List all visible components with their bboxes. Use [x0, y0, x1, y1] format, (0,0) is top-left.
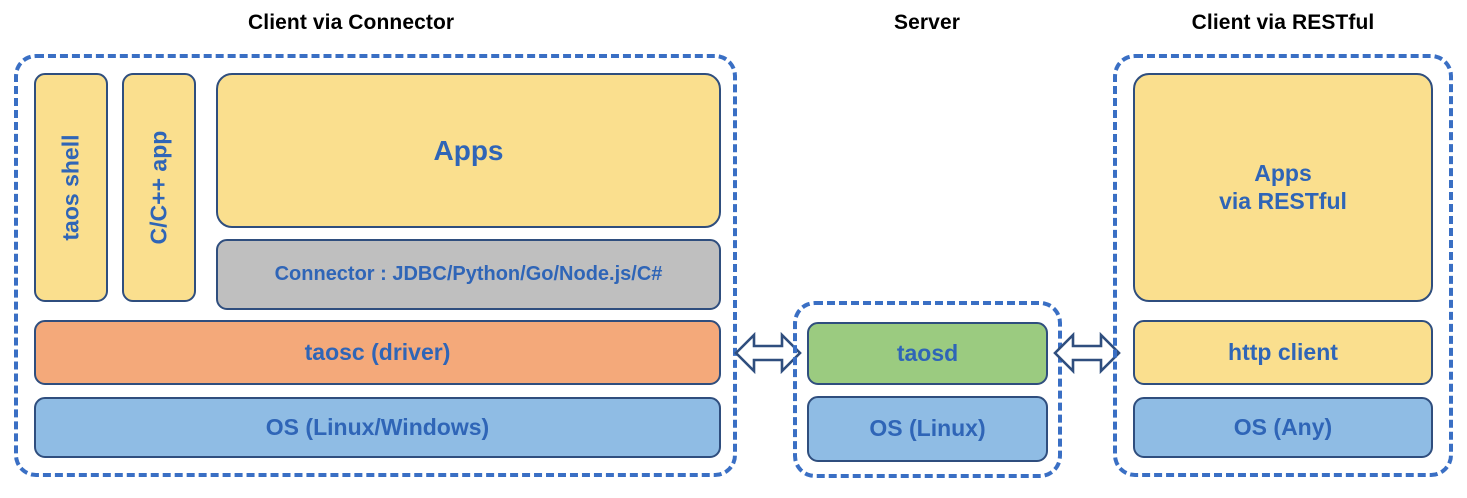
- box-apps[interactable]: Apps: [216, 73, 721, 228]
- box-taosd[interactable]: taosd: [807, 322, 1048, 385]
- title-client-via-restful: Client via RESTful: [1191, 11, 1375, 34]
- group-client-via-restful: [1113, 54, 1453, 477]
- box-os-linux-windows-label: OS (Linux/Windows): [265, 413, 490, 440]
- box-http-client-label: http client: [1228, 338, 1338, 365]
- box-apps-label: Apps: [433, 134, 504, 166]
- box-c-cpp-app[interactable]: C/C++ app: [122, 73, 196, 302]
- box-taosc-driver[interactable]: taosc (driver): [34, 320, 721, 385]
- box-os-any[interactable]: OS (Any): [1133, 397, 1433, 458]
- box-taosd-label: taosd: [896, 339, 959, 366]
- box-os-linux[interactable]: OS (Linux): [807, 396, 1048, 462]
- group-server: [793, 301, 1062, 478]
- box-connector-label: Connector : JDBC/Python/Go/Node.js/C#: [274, 262, 663, 285]
- arrow-server-to-client-restful-icon: [1053, 328, 1121, 378]
- box-apps-via-restful-label-line2: via RESTful: [1219, 187, 1347, 214]
- box-taos-shell-label: taos shell: [57, 134, 84, 241]
- box-os-linux-label: OS (Linux): [869, 415, 986, 442]
- box-apps-via-restful[interactable]: Apps via RESTful: [1133, 73, 1433, 302]
- box-taosc-driver-label: taosc (driver): [304, 338, 451, 365]
- title-server: Server: [894, 11, 960, 34]
- box-c-cpp-app-label: C/C++ app: [145, 130, 172, 245]
- box-os-linux-windows[interactable]: OS (Linux/Windows): [34, 397, 721, 458]
- box-connector[interactable]: Connector : JDBC/Python/Go/Node.js/C#: [216, 239, 721, 310]
- box-http-client[interactable]: http client: [1133, 320, 1433, 385]
- box-apps-via-restful-label-line1: Apps: [1254, 160, 1312, 187]
- box-taos-shell[interactable]: taos shell: [34, 73, 108, 302]
- group-client-via-connector: [14, 54, 737, 477]
- box-os-any-label: OS (Any): [1233, 413, 1333, 440]
- title-client-via-connector: Client via Connector: [248, 11, 455, 34]
- arrow-client-connector-to-server-icon: [734, 328, 802, 378]
